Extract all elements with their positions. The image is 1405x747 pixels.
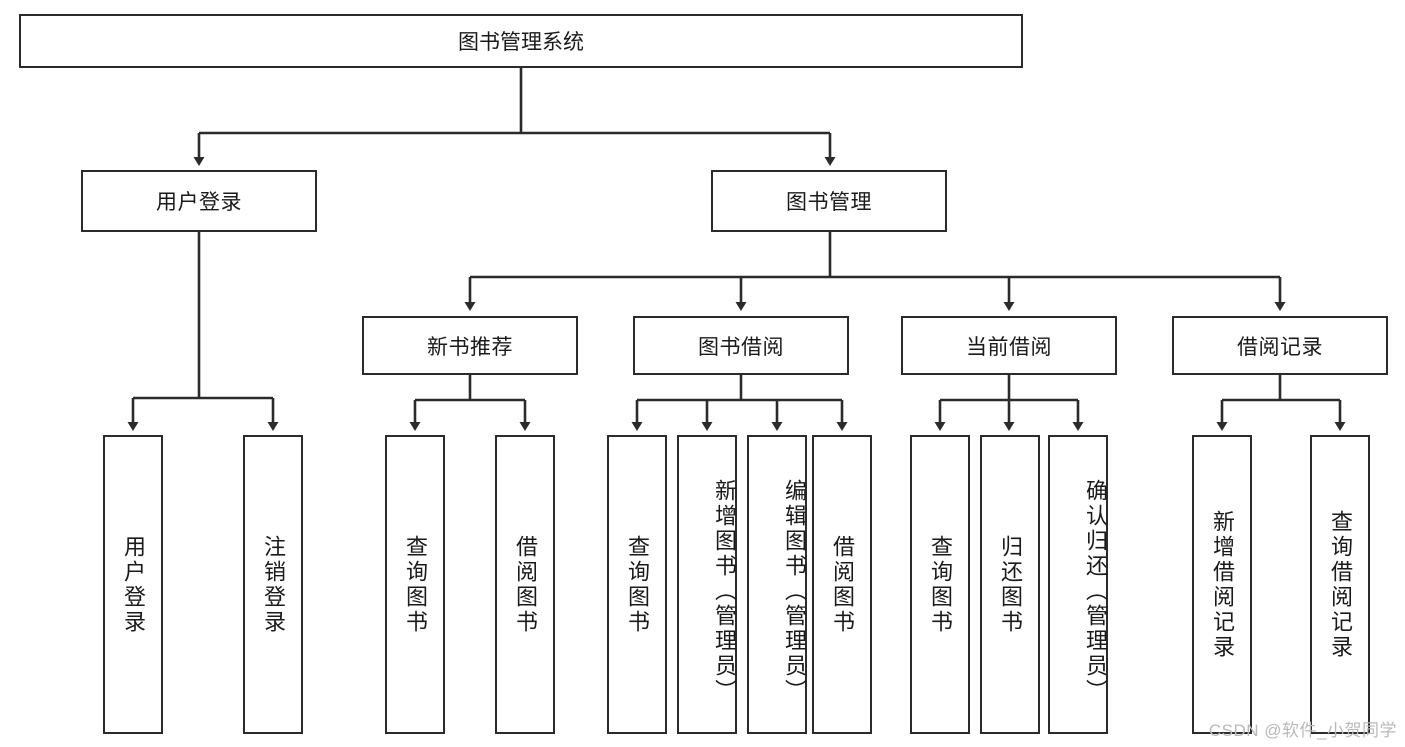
leaf-user-login-1[interactable]: 用户登录 <box>103 435 163 734</box>
node-book-borrow[interactable]: 图书借阅 <box>633 316 849 375</box>
leaf-user-login-2[interactable]: 注销登录 <box>243 435 303 734</box>
leaf-borrow-record-1[interactable]: 新增借阅记录 <box>1192 435 1252 734</box>
node-label: 查询借阅记录 <box>1328 509 1353 660</box>
node-label: 新增图书（管理员） <box>712 479 737 704</box>
node-book-management[interactable]: 图书管理 <box>711 170 947 232</box>
node-current-borrow[interactable]: 当前借阅 <box>901 316 1117 375</box>
node-label: 归还图书 <box>998 534 1023 635</box>
node-user-login[interactable]: 用户登录 <box>81 170 317 232</box>
leaf-book-borrow-1[interactable]: 查询图书 <box>607 435 667 734</box>
node-new-book-recommend[interactable]: 新书推荐 <box>362 316 578 375</box>
node-label: 借阅图书 <box>830 534 855 635</box>
leaf-current-borrow-1[interactable]: 查询图书 <box>910 435 970 734</box>
node-label: 当前借阅 <box>966 335 1052 359</box>
leaf-book-borrow-3[interactable]: 编辑图书（管理员） <box>747 435 807 734</box>
node-root-system[interactable]: 图书管理系统 <box>19 14 1023 68</box>
node-label: 新增借阅记录 <box>1210 509 1235 660</box>
node-label: 查询图书 <box>403 534 428 635</box>
node-label: 查询图书 <box>928 534 953 635</box>
node-label: 注销登录 <box>261 534 286 635</box>
watermark-text: CSDN @软件_小贺同学 <box>1208 721 1397 740</box>
node-label: 确认归还（管理员） <box>1083 479 1108 704</box>
node-label: 图书管理 <box>786 191 872 214</box>
node-label: 用户登录 <box>156 191 242 214</box>
leaf-borrow-record-2[interactable]: 查询借阅记录 <box>1310 435 1370 734</box>
node-label: 新书推荐 <box>427 335 513 359</box>
node-label: 编辑图书（管理员） <box>782 479 807 704</box>
node-borrow-record[interactable]: 借阅记录 <box>1172 316 1388 375</box>
node-label: 图书管理系统 <box>458 31 584 54</box>
leaf-book-borrow-2[interactable]: 新增图书（管理员） <box>677 435 737 734</box>
leaf-book-borrow-4[interactable]: 借阅图书 <box>812 435 872 734</box>
node-label: 查询图书 <box>625 534 650 635</box>
leaf-current-borrow-3[interactable]: 确认归还（管理员） <box>1048 435 1108 734</box>
leaf-current-borrow-2[interactable]: 归还图书 <box>980 435 1040 734</box>
node-label: 图书借阅 <box>698 335 784 359</box>
node-label: 借阅图书 <box>513 534 538 635</box>
node-label: 借阅记录 <box>1237 335 1323 359</box>
node-label: 用户登录 <box>121 534 146 635</box>
leaf-new-book-rec-2[interactable]: 借阅图书 <box>495 435 555 734</box>
leaf-new-book-rec-1[interactable]: 查询图书 <box>385 435 445 734</box>
